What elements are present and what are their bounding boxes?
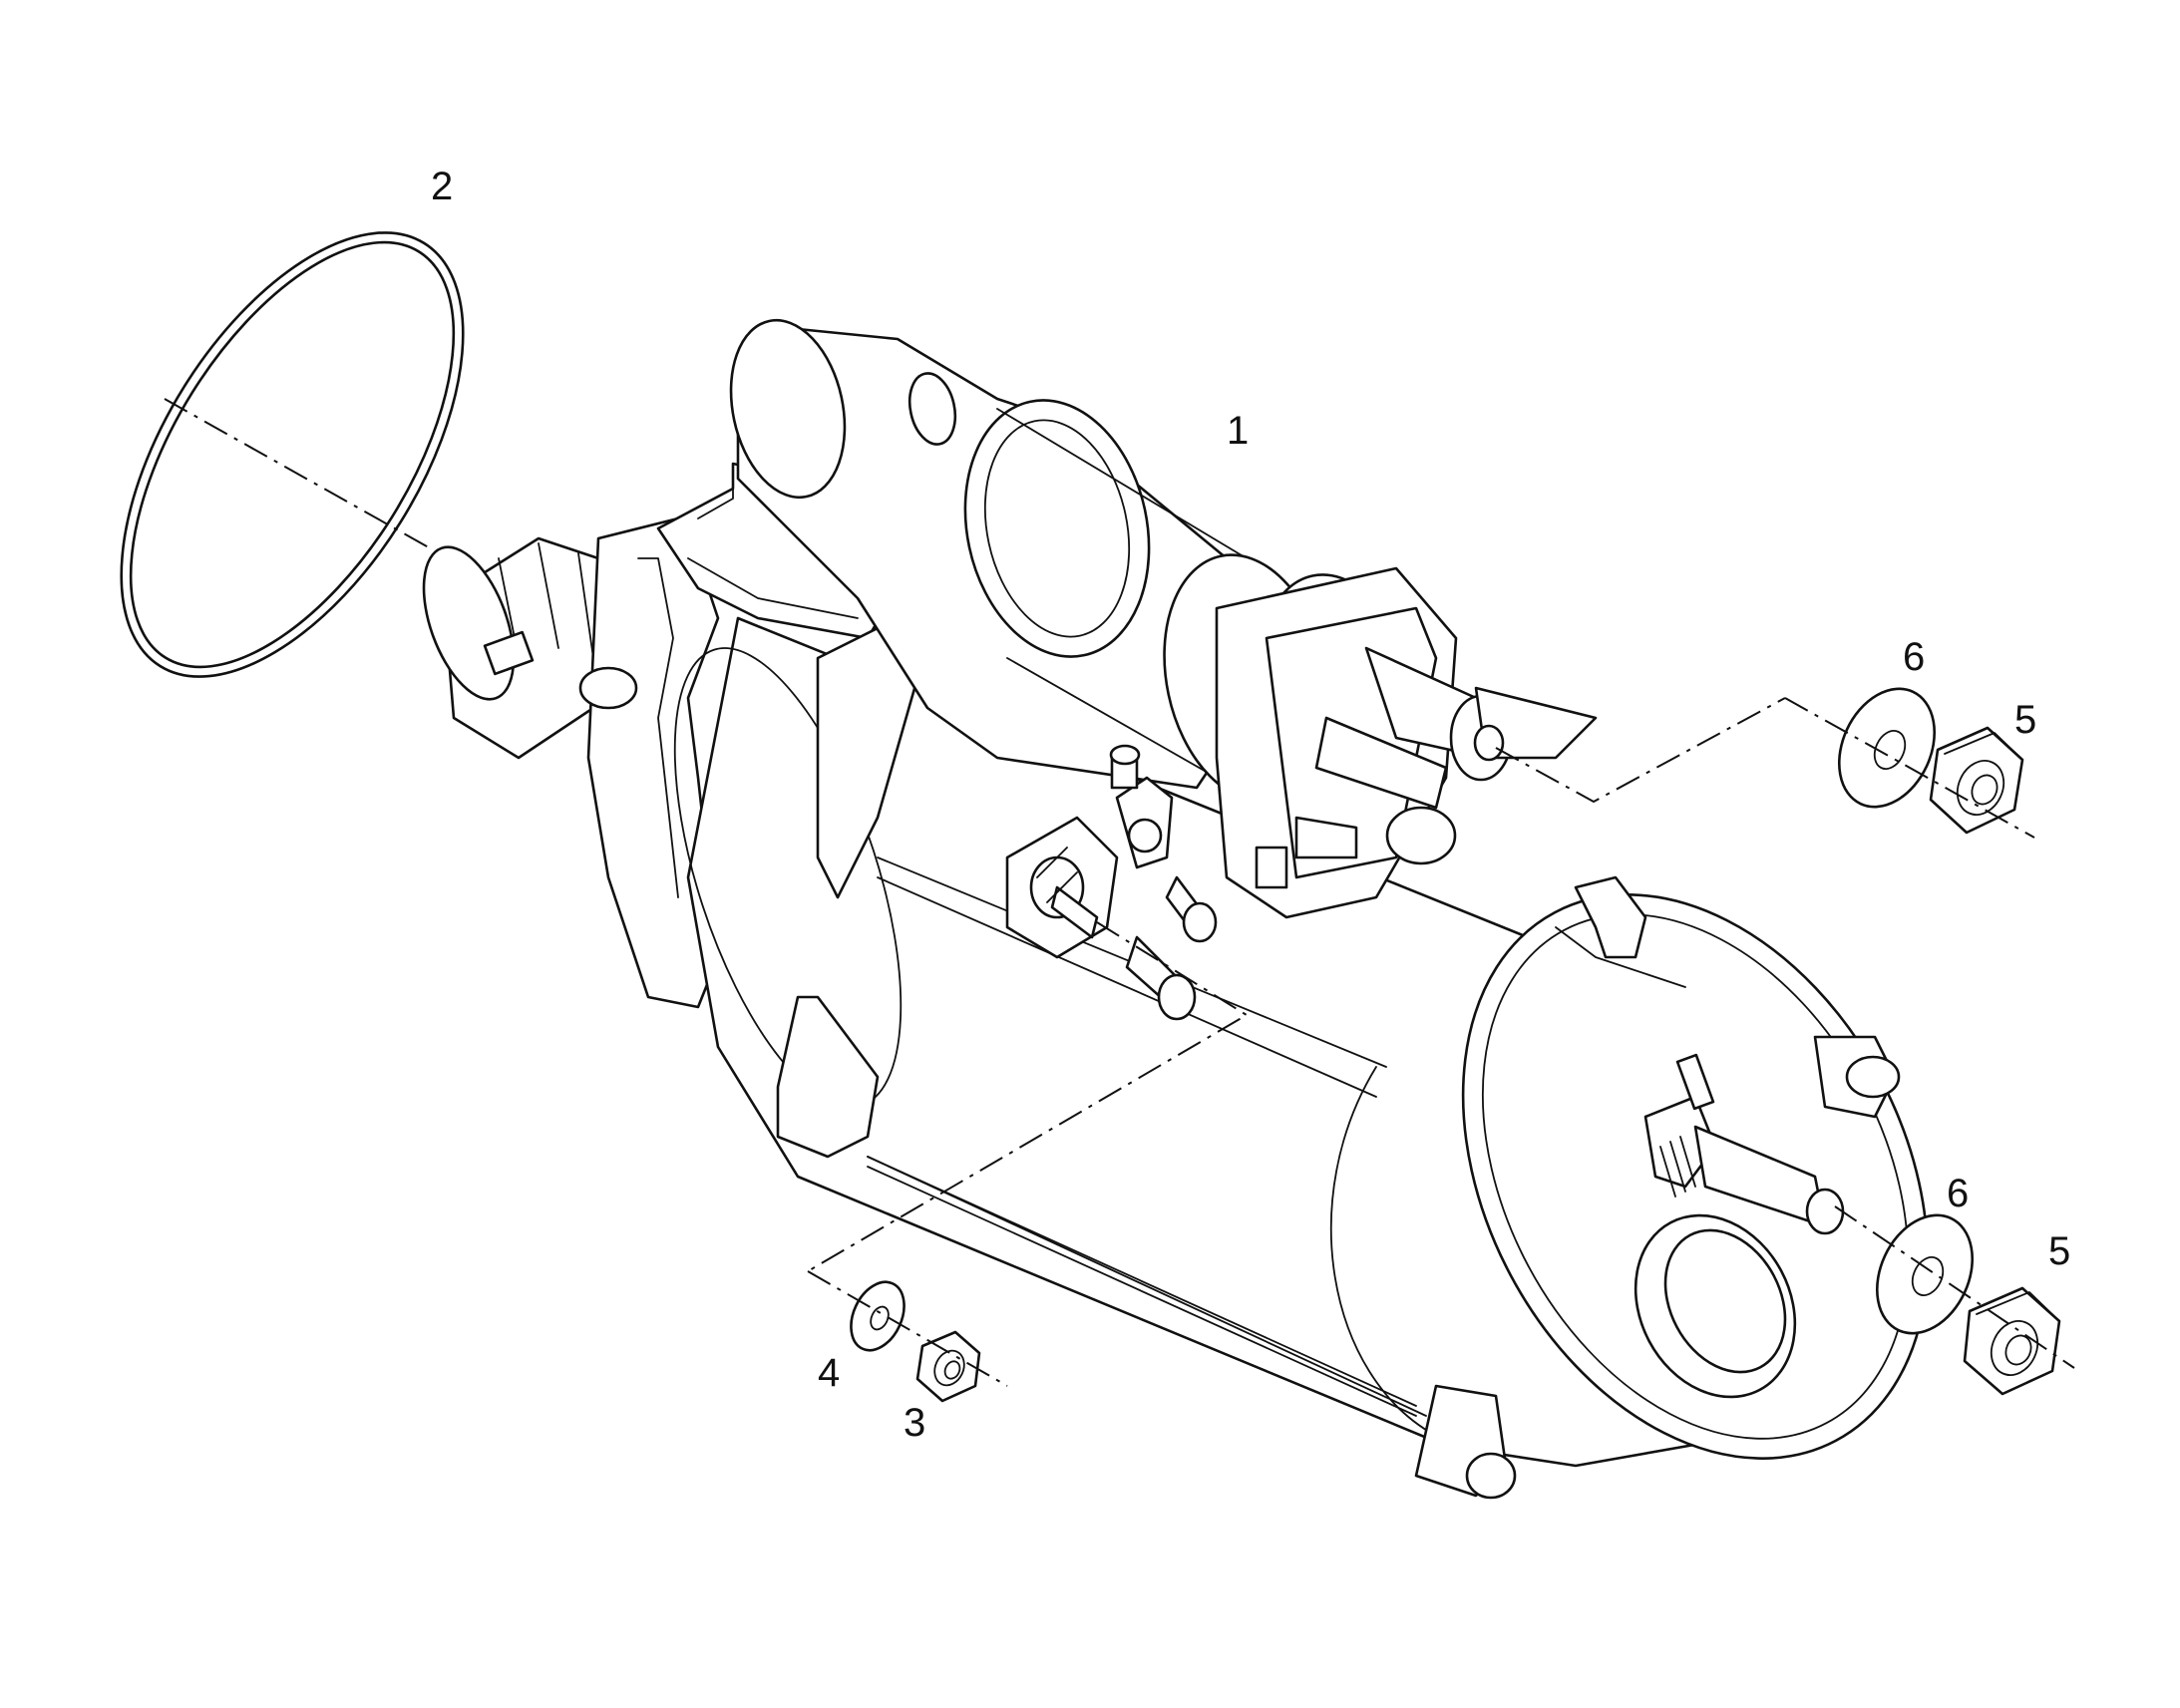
o-ring-part[interactable]: [52, 175, 533, 734]
small-terminal-centerline: [807, 921, 1249, 1272]
callout-labels: 1 2 3 4 5 6 5 6: [431, 165, 2070, 1445]
upper-washer-part[interactable]: [1821, 673, 1953, 823]
callout-2: 2: [431, 165, 453, 208]
starter-motor-part[interactable]: [406, 310, 2020, 1539]
lower-stud-centerline: [1834, 1205, 2075, 1369]
end-cap: [1414, 893, 1930, 1500]
solenoid-terminal-cap: [1215, 566, 1598, 919]
motor-body: [673, 616, 1747, 1468]
lower-nut-part[interactable]: [1963, 1286, 2061, 1396]
callout-4: 4: [818, 1351, 840, 1395]
callout-6-upper: 6: [1903, 635, 1925, 679]
assembly-centerlines: [164, 398, 2075, 1387]
small-nut-part[interactable]: [915, 1330, 981, 1403]
small-washer-part[interactable]: [841, 1273, 914, 1359]
drive-end-housing: [578, 516, 720, 1009]
upper-stud-centerline: [1495, 697, 1786, 804]
callout-3: 3: [904, 1401, 925, 1445]
callout-5-upper: 5: [2014, 698, 2036, 742]
upper-nut-part[interactable]: [1929, 726, 2024, 835]
mount-bracket: [776, 995, 880, 1159]
lower-terminal-stud: [1643, 1053, 1845, 1235]
callout-5-lower: 5: [2048, 1229, 2070, 1273]
callout-6-lower: 6: [1947, 1172, 1969, 1215]
small-terminal: [1005, 744, 1218, 1021]
pinion-gear: [422, 536, 610, 760]
callout-1: 1: [1227, 409, 1249, 453]
o-ring-centerline: [164, 398, 435, 551]
